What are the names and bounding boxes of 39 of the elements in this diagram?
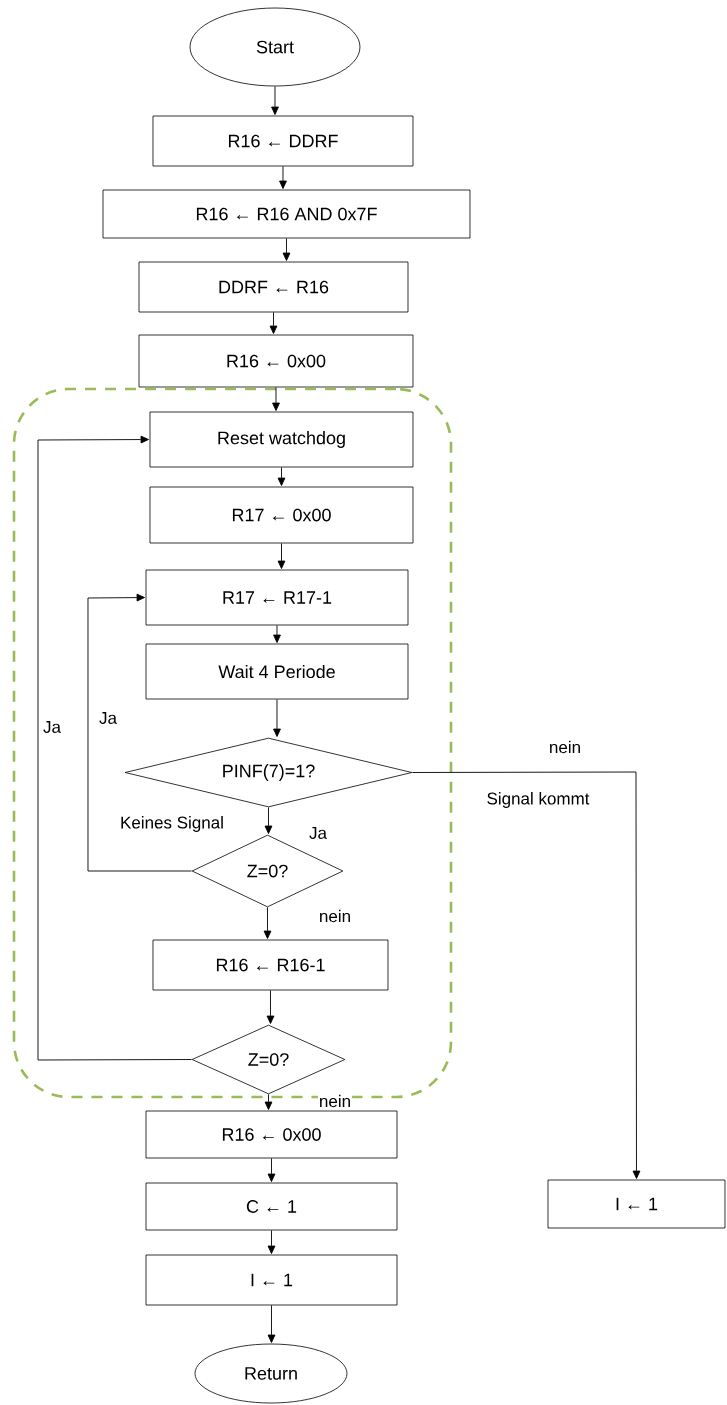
- process-box: R16 ← R16-1: [152, 939, 389, 991]
- arrow: [264, 1093, 273, 1110]
- arrow: [267, 1304, 276, 1343]
- process-box: Reset watchdog: [149, 411, 414, 468]
- arrow: [411, 771, 641, 1179]
- arrow: [269, 311, 278, 334]
- process-box: R17 ← 0x00: [149, 486, 414, 544]
- process-box: R16 ← 0x00: [138, 334, 414, 388]
- note-label: Signal kommt: [487, 792, 590, 808]
- process-box: R16 ← DDRF: [152, 115, 414, 167]
- edge-label: Ja: [98, 711, 118, 725]
- edge-label: nein: [317, 1093, 353, 1109]
- arrow: [267, 1229, 276, 1254]
- process-box: R17 ← R17-1: [145, 569, 409, 626]
- arrow: [277, 466, 286, 486]
- process-box: R16 ← R16 AND 0x7F: [102, 189, 471, 239]
- process-box: I ← 1: [547, 1179, 726, 1229]
- process-box: I ← 1: [145, 1254, 398, 1306]
- arrow: [264, 806, 273, 834]
- arrow: [267, 1157, 276, 1182]
- arrow: [273, 698, 281, 737]
- process-box: Wait 4 Periode: [145, 643, 409, 700]
- arrow: [37, 435, 193, 1061]
- arrow: [266, 989, 275, 1024]
- process-box: DDRF ← R16: [138, 261, 409, 313]
- arrow: [277, 542, 286, 569]
- edge-label: nein: [547, 739, 583, 755]
- process-box: C ← 1: [145, 1182, 398, 1231]
- process-box: R16 ← 0x00: [145, 1110, 398, 1159]
- arrow: [263, 906, 272, 939]
- arrow: [272, 386, 280, 411]
- note-label: Keines Signal: [121, 816, 223, 832]
- arrow: [271, 85, 279, 115]
- arrow: [279, 165, 287, 189]
- arrow: [87, 593, 193, 872]
- arrow: [282, 237, 291, 261]
- arrow: [273, 624, 281, 643]
- edge-label: Ja: [42, 720, 62, 734]
- edge-label: nein: [317, 908, 353, 924]
